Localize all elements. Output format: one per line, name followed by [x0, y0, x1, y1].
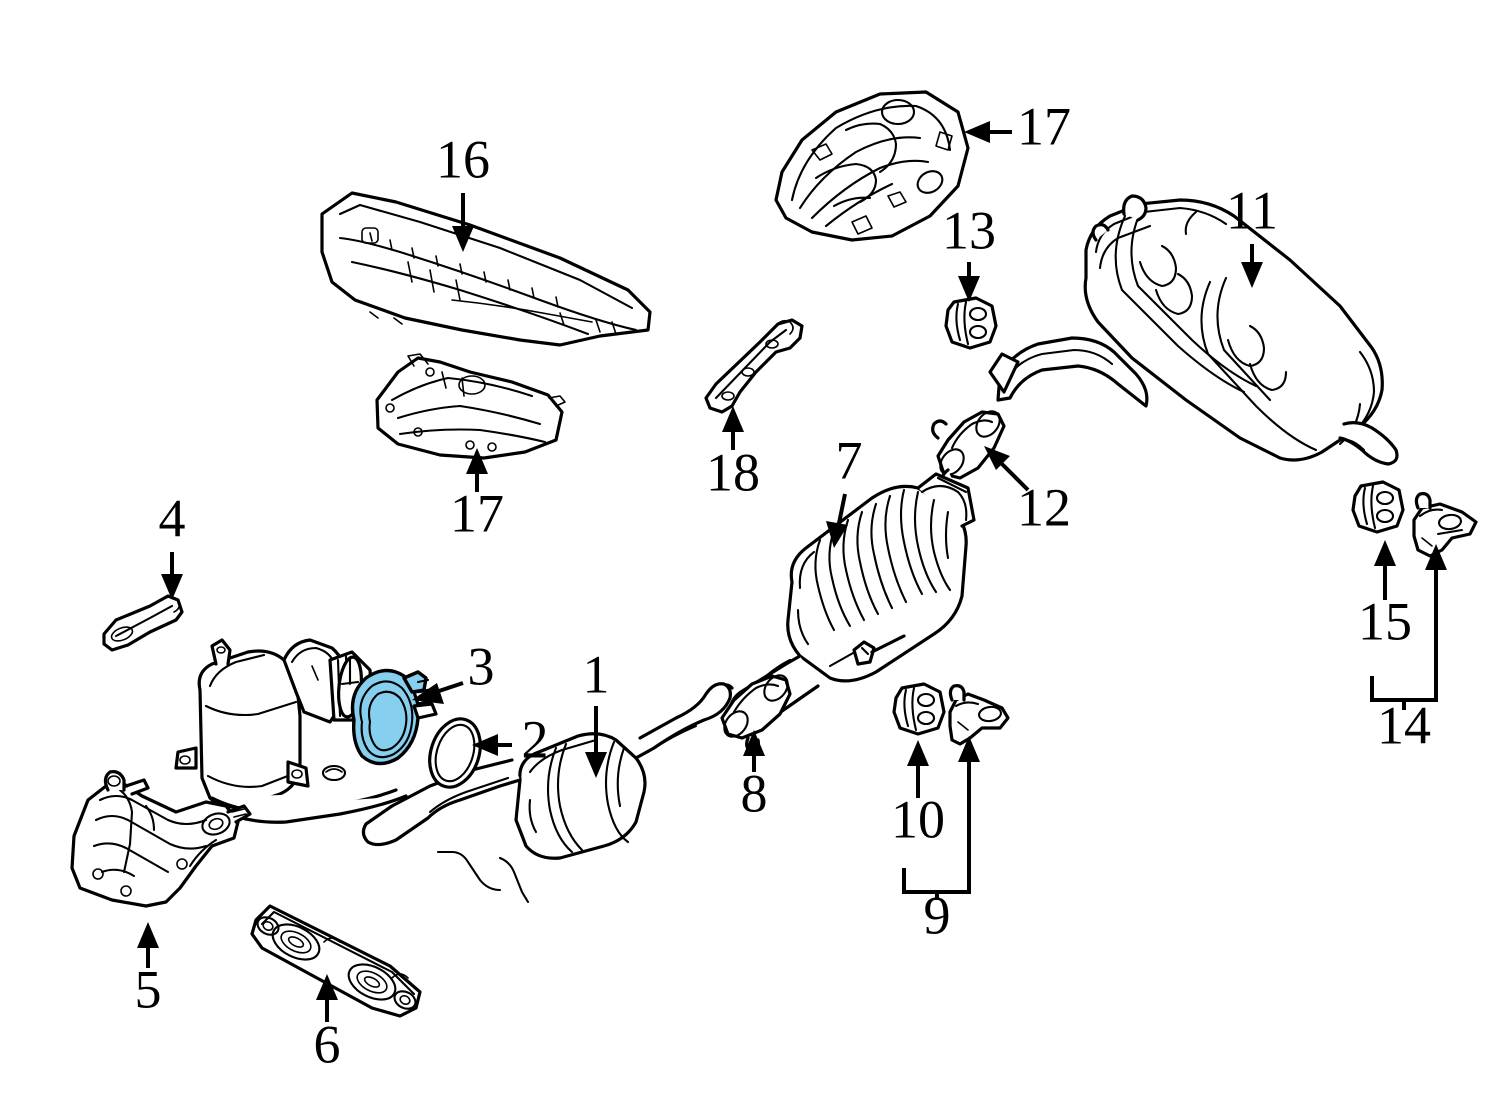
part-13-rubber-exhaust-mount[interactable] — [944, 296, 998, 350]
part-9-hanger-bracket[interactable] — [948, 684, 1010, 746]
leader-8 — [743, 730, 765, 772]
leader-11 — [1241, 244, 1263, 288]
part-4-exhaust-mounting-bracket[interactable] — [102, 594, 184, 652]
part-16-long-heat-shield[interactable] — [320, 191, 652, 347]
callout-label-5: 5 — [135, 959, 162, 1019]
leader-18 — [722, 406, 744, 450]
leader-12 — [984, 446, 1030, 492]
callout-label-17-upper: 17 — [1017, 96, 1071, 156]
leader-14-group-bracket — [1370, 544, 1447, 710]
callout-label-7: 7 — [836, 430, 863, 490]
leader-15 — [1374, 540, 1396, 600]
leader-2 — [472, 734, 512, 756]
exhaust-pipe-rear-section — [988, 336, 1149, 408]
callout-label-2: 2 — [522, 709, 549, 769]
part-18-heat-shield-bracket[interactable] — [704, 318, 804, 414]
part-10-rubber-exhaust-mount[interactable] — [892, 682, 946, 736]
leader-7 — [826, 493, 848, 548]
callout-label-16: 16 — [436, 129, 490, 189]
callout-label-12: 12 — [1017, 477, 1071, 537]
leader-3 — [412, 681, 464, 704]
part-3-exhaust-pipe-clamp-highlighted[interactable] — [350, 668, 438, 766]
leader-1 — [585, 706, 607, 778]
part-17-heat-shield-lower[interactable] — [375, 353, 566, 460]
part-6-exhaust-manifold-gasket[interactable] — [250, 904, 422, 1018]
callout-label-15: 15 — [1358, 591, 1412, 651]
part-1-front-exhaust-pipe[interactable] — [361, 682, 732, 904]
part-15-rubber-exhaust-mount[interactable] — [1351, 480, 1405, 534]
part-17-heat-shield-upper[interactable] — [774, 90, 970, 242]
leader-16 — [452, 193, 474, 252]
callout-label-9: 9 — [924, 885, 951, 945]
callout-label-17-lower: 17 — [450, 483, 504, 543]
part-11-rear-muffler[interactable] — [1083, 194, 1399, 466]
diesel-particulate-filter-assembly — [174, 638, 408, 824]
leader-10 — [907, 740, 929, 798]
callout-label-3: 3 — [468, 636, 495, 696]
callout-label-4: 4 — [159, 488, 186, 548]
leader-4 — [161, 552, 183, 600]
callout-label-14: 14 — [1377, 695, 1431, 755]
callout-label-13: 13 — [942, 200, 996, 260]
leader-9-group-bracket — [902, 736, 980, 900]
callout-label-6: 6 — [314, 1014, 341, 1074]
part-2-exhaust-sealing-ring[interactable] — [421, 712, 488, 793]
callout-label-8: 8 — [741, 763, 768, 823]
callout-label-10: 10 — [891, 789, 945, 849]
leader-17-lower — [466, 448, 488, 492]
leader-5 — [137, 922, 159, 968]
part-5-catalytic-converter-support-bracket[interactable] — [70, 770, 252, 908]
callout-label-18: 18 — [706, 442, 760, 502]
leader-13 — [958, 262, 980, 302]
part-12-exhaust-pipe-clamp[interactable] — [931, 407, 1006, 489]
callout-label-1: 1 — [583, 644, 610, 704]
leader-17-upper — [964, 121, 1012, 143]
part-14-hanger-bracket[interactable] — [1412, 492, 1478, 558]
callout-label-11: 11 — [1226, 180, 1278, 240]
leader-6 — [316, 974, 338, 1022]
